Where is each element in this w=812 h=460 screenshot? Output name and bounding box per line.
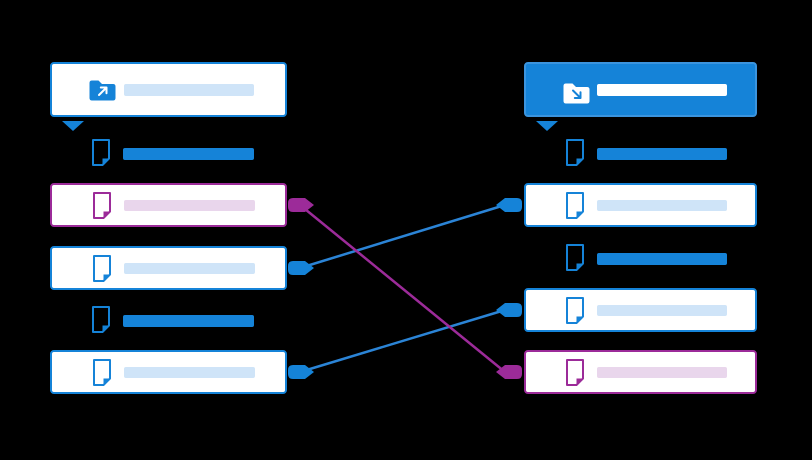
source-folder-title-bar — [124, 84, 254, 96]
left-file-card-blue-2 — [50, 350, 287, 394]
connection-line-blue-1 — [298, 203, 507, 270]
destination-folder-expander-caret — [536, 121, 558, 131]
folder-export-icon — [89, 80, 116, 101]
connector-pill-right-purple — [496, 365, 522, 379]
left-file-row-2-bar — [123, 315, 254, 327]
left-file-row-2 — [91, 306, 111, 333]
right-file-card-blue-1-bar — [597, 200, 727, 211]
connector-pill-left-purple — [288, 198, 314, 212]
destination-folder-card — [524, 62, 757, 117]
left-file-row-1-bar — [123, 148, 254, 160]
connection-line-blue-2 — [298, 308, 507, 374]
document-icon — [566, 297, 584, 324]
document-icon — [566, 359, 584, 386]
right-file-row-2-bar — [597, 253, 727, 265]
document-icon — [93, 359, 111, 386]
right-file-row-1 — [565, 139, 585, 166]
destination-folder-title-bar — [597, 84, 727, 96]
document-icon — [566, 244, 584, 271]
right-file-card-purple — [524, 350, 757, 394]
right-file-card-blue-1 — [524, 183, 757, 227]
document-icon — [93, 192, 111, 219]
connector-pill-right-blue-1 — [496, 198, 522, 212]
right-file-card-blue-2 — [524, 288, 757, 332]
left-file-card-blue-2-bar — [124, 367, 255, 378]
left-file-card-purple — [50, 183, 287, 227]
left-file-card-blue-1-bar — [124, 263, 255, 274]
left-file-card-blue-1 — [50, 246, 287, 290]
left-file-row-1 — [91, 139, 111, 166]
document-icon — [93, 255, 111, 282]
document-icon — [566, 139, 584, 166]
left-file-card-purple-bar — [124, 200, 255, 211]
document-icon — [92, 306, 110, 333]
connector-pill-left-blue-2 — [288, 365, 314, 379]
document-icon — [566, 192, 584, 219]
right-file-card-blue-2-bar — [597, 305, 727, 316]
right-file-card-purple-bar — [597, 367, 727, 378]
right-file-row-1-bar — [597, 148, 727, 160]
source-folder-card — [50, 62, 287, 117]
connector-pill-right-blue-2 — [496, 303, 522, 317]
right-file-row-2 — [565, 244, 585, 271]
document-icon — [92, 139, 110, 166]
connection-line-purple — [298, 203, 507, 374]
source-folder-expander-caret — [62, 121, 84, 131]
connector-pill-left-blue-1 — [288, 261, 314, 275]
folder-import-icon — [563, 83, 590, 104]
